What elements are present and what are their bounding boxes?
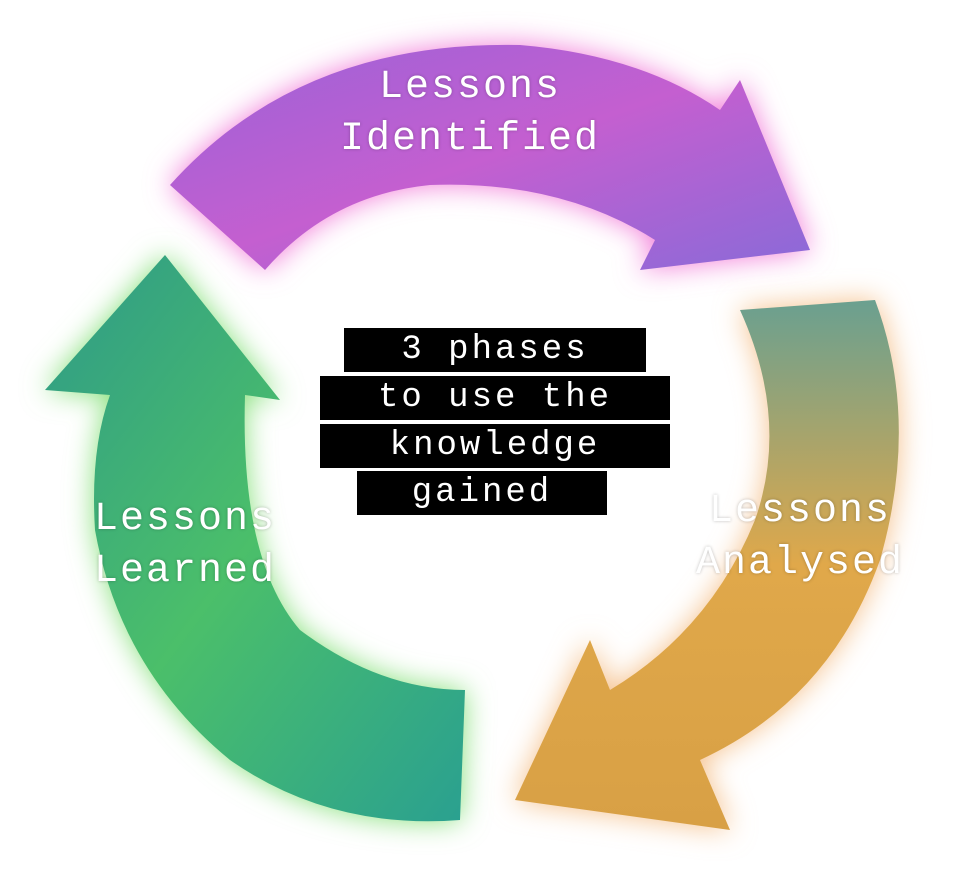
- center-text-line: to use the: [320, 376, 670, 420]
- label-line: Identified: [339, 117, 601, 162]
- label-line: Analysed: [695, 541, 905, 586]
- center-text-line: knowledge: [320, 424, 670, 468]
- label-lessons-analysed: Lessons Analysed: [660, 486, 940, 590]
- label-line: Lessons: [708, 489, 892, 534]
- arrow-lessons-learned: [45, 255, 465, 822]
- arrow-lessons-identified: [170, 44, 810, 270]
- label-line: Lessons: [93, 497, 277, 542]
- arrow-lessons-analysed: [515, 300, 899, 830]
- center-text-line: gained: [357, 471, 607, 515]
- label-lessons-identified: Lessons Identified: [300, 62, 640, 166]
- label-lessons-learned: Lessons Learned: [50, 494, 320, 598]
- center-text-line: 3 phases: [344, 328, 646, 372]
- label-line: Learned: [93, 549, 277, 594]
- label-line: Lessons: [378, 65, 562, 110]
